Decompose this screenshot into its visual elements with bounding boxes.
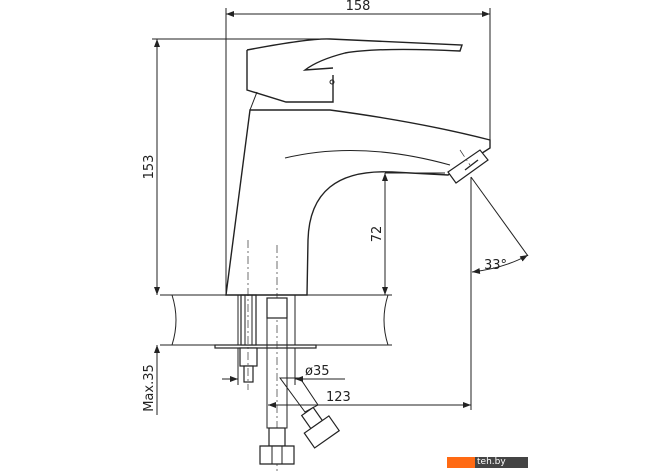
dimension-label-spout-height: 72: [370, 226, 385, 243]
dimension-angle: 33°: [470, 176, 529, 410]
faucet-handle: [246, 38, 463, 111]
dimension-label-reach: 123: [326, 390, 351, 405]
watermark-text: teh.by: [475, 457, 528, 468]
hose-nut: [259, 445, 295, 465]
supply-hoses: [259, 245, 341, 471]
dimension-width: 158: [225, 0, 491, 295]
hose-nut-angled: [303, 415, 341, 449]
dimension-spout-height: 72: [370, 172, 445, 295]
watermark: teh.by: [447, 457, 528, 468]
mounting-bolt: [239, 240, 258, 390]
faucet-body: [225, 109, 491, 296]
watermark-logo: [447, 457, 475, 468]
mounting-washer: [214, 344, 317, 349]
dimension-label-angle: 33°: [484, 258, 507, 273]
dimension-height: 153: [142, 38, 320, 295]
dimension-label-width: 158: [346, 0, 371, 14]
dimension-hole: ø35: [222, 348, 345, 385]
aerator: [447, 149, 489, 184]
dimension-label-height: 153: [142, 155, 157, 180]
dimension-label-max-thickness: Max.35: [142, 364, 157, 412]
dimension-reach: 123: [268, 390, 471, 408]
dimension-label-hole: ø35: [305, 364, 330, 379]
dimension-max-thickness: Max.35: [142, 345, 160, 415]
